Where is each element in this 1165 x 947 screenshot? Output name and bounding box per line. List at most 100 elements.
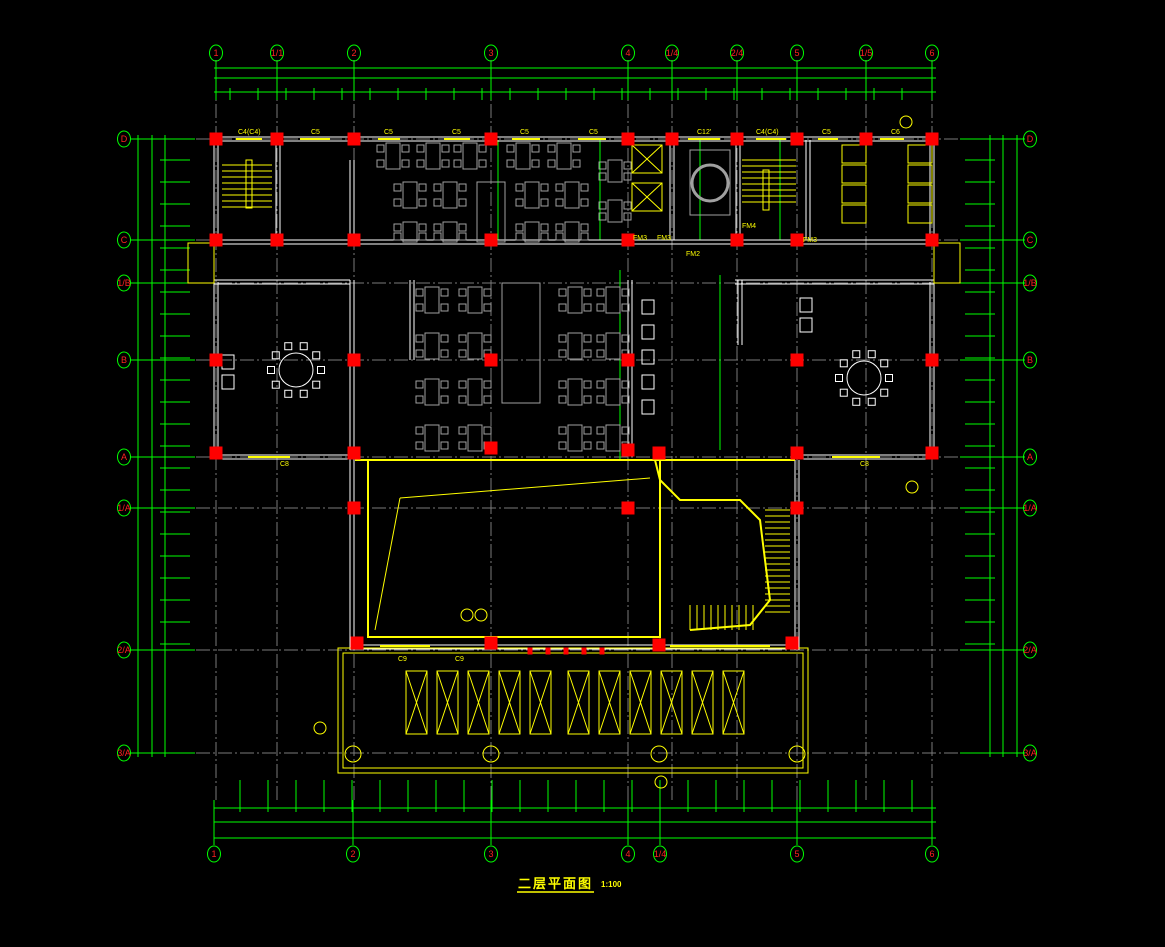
structural-column [925, 233, 939, 247]
chair [555, 183, 564, 192]
axis-label: 5 [794, 849, 799, 859]
table [515, 142, 531, 170]
axis-label: C [121, 235, 128, 245]
chair [621, 303, 630, 312]
sofa [641, 299, 655, 315]
toilet-stall [907, 164, 933, 184]
chair [440, 426, 449, 435]
index-circle [313, 721, 327, 735]
chair [515, 232, 524, 241]
structural-column [209, 132, 223, 146]
structural-column [621, 132, 635, 146]
chair [483, 380, 492, 389]
chair [483, 288, 492, 297]
chair [583, 380, 592, 389]
axis-label: B [121, 355, 127, 365]
window-label: C4(C4) [756, 129, 779, 136]
axis-bubble [925, 845, 939, 863]
chair [852, 397, 861, 406]
chair [596, 426, 605, 435]
structural-column [652, 638, 666, 652]
index-circle [654, 775, 668, 789]
skylight-box [529, 670, 552, 735]
roof-drain [482, 745, 500, 763]
chair [596, 395, 605, 404]
table [424, 378, 440, 406]
chair [583, 334, 592, 343]
skylight-box [467, 670, 490, 735]
axis-label: 1/A [1023, 503, 1037, 513]
chair [598, 161, 607, 170]
structural-column [790, 132, 804, 146]
axis-bubble [117, 274, 131, 292]
axis-bubble [653, 845, 667, 863]
axis-bubble [1023, 130, 1037, 148]
table [424, 424, 440, 452]
sofa [641, 349, 655, 365]
skylight-box [436, 670, 459, 735]
chair [393, 232, 402, 241]
axis-label: 1/B [117, 278, 131, 288]
window-label: C5 [822, 129, 831, 136]
axis-bubble [790, 845, 804, 863]
round-table [846, 360, 882, 396]
chair [867, 350, 876, 359]
axis-bubble [1023, 499, 1037, 517]
chair [376, 159, 385, 168]
axis-label: A [121, 452, 127, 462]
chair [271, 351, 280, 360]
sofa [799, 317, 813, 333]
serving-counter [501, 282, 541, 404]
balcony [933, 242, 961, 284]
table [607, 159, 623, 183]
chair [483, 395, 492, 404]
window-label: C5 [589, 129, 598, 136]
structural-column [484, 132, 498, 146]
toilet-stall [841, 184, 867, 204]
small-column [599, 647, 605, 655]
chair [393, 223, 402, 232]
skylight-x [436, 670, 459, 735]
chair [416, 144, 425, 153]
sofa [221, 374, 235, 390]
table [567, 378, 583, 406]
table [467, 378, 483, 406]
structural-column [347, 132, 361, 146]
chair [418, 198, 427, 207]
axis-label: 2/4 [731, 48, 744, 58]
skylight-box [722, 670, 745, 735]
window-label: C4(C4) [238, 129, 261, 136]
axis-label: A [1027, 452, 1033, 462]
window-label: C5 [384, 129, 393, 136]
table [524, 181, 540, 209]
axis-bubble [117, 231, 131, 249]
axis-bubble [1023, 274, 1037, 292]
chair [531, 144, 540, 153]
chair [440, 380, 449, 389]
chair [299, 342, 308, 351]
roof-drain [788, 745, 806, 763]
skylight-box [660, 670, 683, 735]
axis-bubble [730, 44, 744, 62]
sofa [799, 297, 813, 313]
axis-bubble [117, 351, 131, 369]
axis-bubble [117, 130, 131, 148]
window-label: C5 [452, 129, 461, 136]
table [424, 286, 440, 314]
chair [441, 144, 450, 153]
chair [596, 349, 605, 358]
chair [440, 303, 449, 312]
structural-column [350, 636, 364, 650]
axis-label: 3/A [117, 748, 131, 758]
chair [458, 380, 467, 389]
table [564, 181, 580, 209]
chair [284, 389, 293, 398]
chair [418, 183, 427, 192]
chair [393, 198, 402, 207]
chair [441, 159, 450, 168]
chair [415, 288, 424, 297]
axis-label: D [121, 134, 128, 144]
table [605, 286, 621, 314]
furniture [221, 142, 893, 452]
